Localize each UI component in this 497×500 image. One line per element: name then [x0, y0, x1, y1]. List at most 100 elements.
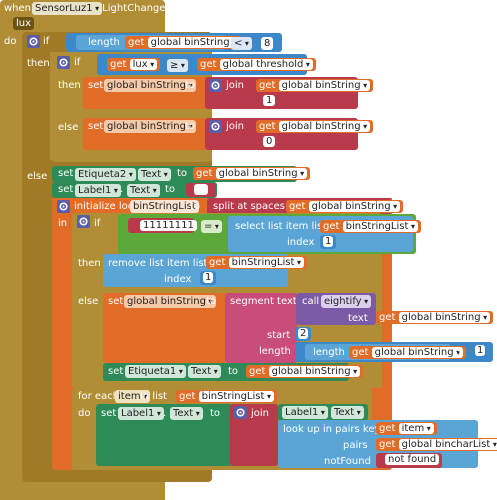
if1-value-8[interactable]: 8: [261, 37, 274, 50]
else-join-get[interactable]: get global binString: [256, 120, 374, 133]
segment-text-label: segment text: [230, 296, 297, 307]
foreach-get[interactable]: get binStringList: [176, 390, 277, 403]
eightify-get[interactable]: get global binString: [376, 311, 494, 324]
if1-var-dropdown[interactable]: global binString: [147, 37, 240, 48]
label1-text-getter-comp-dropdown[interactable]: Label1: [282, 406, 328, 419]
init-local-to-label: to: [190, 201, 201, 212]
if1-get-label: get: [128, 37, 145, 48]
if1-gear-icon[interactable]: [27, 35, 40, 48]
init-local-gear-icon[interactable]: [57, 200, 70, 213]
lookup-get-pairs[interactable]: get global bincharList: [376, 438, 497, 451]
if3-index-label: index: [287, 237, 315, 248]
set-etiqueta2-prop-dropdown[interactable]: Text: [138, 168, 171, 181]
dot-label-3: .: [181, 366, 185, 377]
else-join-var-dropdown[interactable]: global binString: [278, 121, 371, 132]
if3-text-value[interactable]: 11111111: [140, 220, 197, 231]
lookup-item-dropdown[interactable]: item: [398, 423, 434, 434]
foreach-in-list-label: in list: [140, 391, 167, 402]
if3-index-value[interactable]: 1: [323, 236, 334, 247]
set-etiqueta1-prop-dropdown[interactable]: Text: [188, 365, 221, 378]
if2-op-dropdown[interactable]: ≥: [167, 59, 188, 72]
init-local-name-field[interactable]: binStringList: [130, 200, 199, 213]
set-etiqueta2-to-label: to: [177, 168, 188, 179]
label1-text-getter-prop-dropdown[interactable]: Text: [331, 406, 364, 419]
then-join-gear-icon[interactable]: [209, 79, 222, 92]
event-component-dropdown[interactable]: SensorLuz1: [32, 2, 103, 15]
set-etiqueta1-var-dropdown[interactable]: global binString: [268, 366, 361, 377]
then-join-var-dropdown[interactable]: global binString: [278, 80, 371, 91]
eightify-proc-dropdown[interactable]: eightify: [321, 295, 372, 308]
segment-start-value[interactable]: 2: [298, 328, 309, 339]
set-label1-to-label: to: [165, 184, 176, 195]
dot-label-4: .: [163, 408, 167, 419]
if2-else-label: else: [58, 122, 79, 133]
dot-label-5: .: [325, 407, 329, 418]
if2-threshold-dropdown[interactable]: global threshold: [219, 59, 313, 70]
then-set-var-dropdown[interactable]: global binString: [104, 79, 196, 92]
lookup-get-item-label: get: [379, 423, 396, 434]
minus-value[interactable]: 1: [475, 345, 486, 356]
lookup-get-item[interactable]: get item: [376, 422, 437, 435]
if3-select-get[interactable]: get binStringList: [320, 220, 421, 233]
event-param-lux[interactable]: lux: [13, 17, 35, 30]
segment-block[interactable]: [225, 293, 297, 363]
set-label1-join-comp-dropdown[interactable]: Label1: [118, 407, 164, 420]
set-label1-join-set-label: set: [101, 408, 117, 419]
foreach-var-dropdown[interactable]: binStringList: [198, 391, 274, 402]
if2-lux-dropdown[interactable]: lux: [129, 59, 158, 70]
set-etiqueta1-comp-dropdown[interactable]: Etiqueta1: [125, 365, 186, 378]
length-fn-var-dropdown[interactable]: global binString: [371, 347, 464, 358]
else-join-gear-icon[interactable]: [209, 120, 222, 133]
else-join-label: join: [226, 121, 245, 132]
foreach-item-field[interactable]: item: [115, 390, 151, 403]
if3-select-var-dropdown[interactable]: binStringList: [342, 221, 418, 232]
set-label1-comp-dropdown[interactable]: Label1: [75, 184, 121, 197]
init-local-in-label: in: [58, 218, 68, 229]
set-label1-prop-dropdown[interactable]: Text: [127, 184, 160, 197]
set-etiqueta2-var-dropdown[interactable]: global binString: [215, 168, 308, 179]
set-label1-join-to-label: to: [210, 408, 221, 419]
else-set-var-dropdown[interactable]: global binString: [104, 120, 196, 133]
split-get[interactable]: get global binString: [286, 200, 404, 213]
foreach-join-gear-icon[interactable]: [234, 406, 247, 419]
if1-op-dropdown[interactable]: <: [231, 37, 252, 50]
lookup-notfound-value[interactable]: not found: [385, 454, 440, 465]
set-etiqueta1-to-label: to: [228, 366, 239, 377]
if3-gear-icon[interactable]: [77, 215, 90, 228]
if2-get-threshold[interactable]: get global threshold: [197, 58, 316, 71]
if3-else-label: else: [78, 296, 99, 307]
length-fn-get[interactable]: get global binString: [349, 346, 467, 359]
if3-select-label: select list item list: [235, 221, 327, 232]
else-text-0[interactable]: 0: [263, 136, 276, 147]
if1-get-block[interactable]: get global binString: [125, 36, 243, 49]
remove-var-dropdown[interactable]: binStringList: [228, 257, 304, 268]
if2-get-threshold-label: get: [200, 59, 217, 70]
if3-op-dropdown[interactable]: =: [201, 220, 222, 233]
remove-index-value[interactable]: 1: [203, 272, 214, 283]
foreach-get-label: get: [179, 391, 196, 402]
segment-set-var-dropdown[interactable]: global binString: [124, 295, 216, 308]
then-text-1[interactable]: 1: [263, 95, 276, 106]
eightify-var-dropdown[interactable]: global binString: [398, 312, 491, 323]
set-label1-join-prop-dropdown[interactable]: Text: [170, 407, 203, 420]
length-fn-get-label: get: [352, 347, 369, 358]
if2-if-label: if: [74, 57, 81, 68]
split-label: split at spaces: [213, 201, 285, 212]
eightify-get-label: get: [379, 312, 396, 323]
segment-set-label: set: [108, 296, 124, 307]
segment-length-label: length: [259, 346, 291, 357]
set-label1-text-value[interactable]: [194, 184, 208, 195]
foreach-do-label: do: [78, 408, 91, 419]
then-join-label: join: [226, 80, 245, 91]
lookup-pairs-dropdown[interactable]: global bincharList: [398, 439, 497, 450]
remove-get[interactable]: get binStringList: [206, 256, 307, 269]
if2-gear-icon[interactable]: [57, 56, 70, 69]
set-etiqueta2-comp-dropdown[interactable]: Etiqueta2: [75, 168, 136, 181]
set-etiqueta2-get[interactable]: get global binString: [193, 167, 311, 180]
split-var-dropdown[interactable]: global binString: [308, 201, 401, 212]
set-etiqueta1-get[interactable]: get global binString: [246, 365, 364, 378]
then-set-to-label: to: [185, 80, 196, 91]
foreach-join-label: join: [251, 408, 270, 419]
then-join-get[interactable]: get global binString: [256, 79, 374, 92]
if2-get-lux[interactable]: get lux: [107, 58, 161, 71]
